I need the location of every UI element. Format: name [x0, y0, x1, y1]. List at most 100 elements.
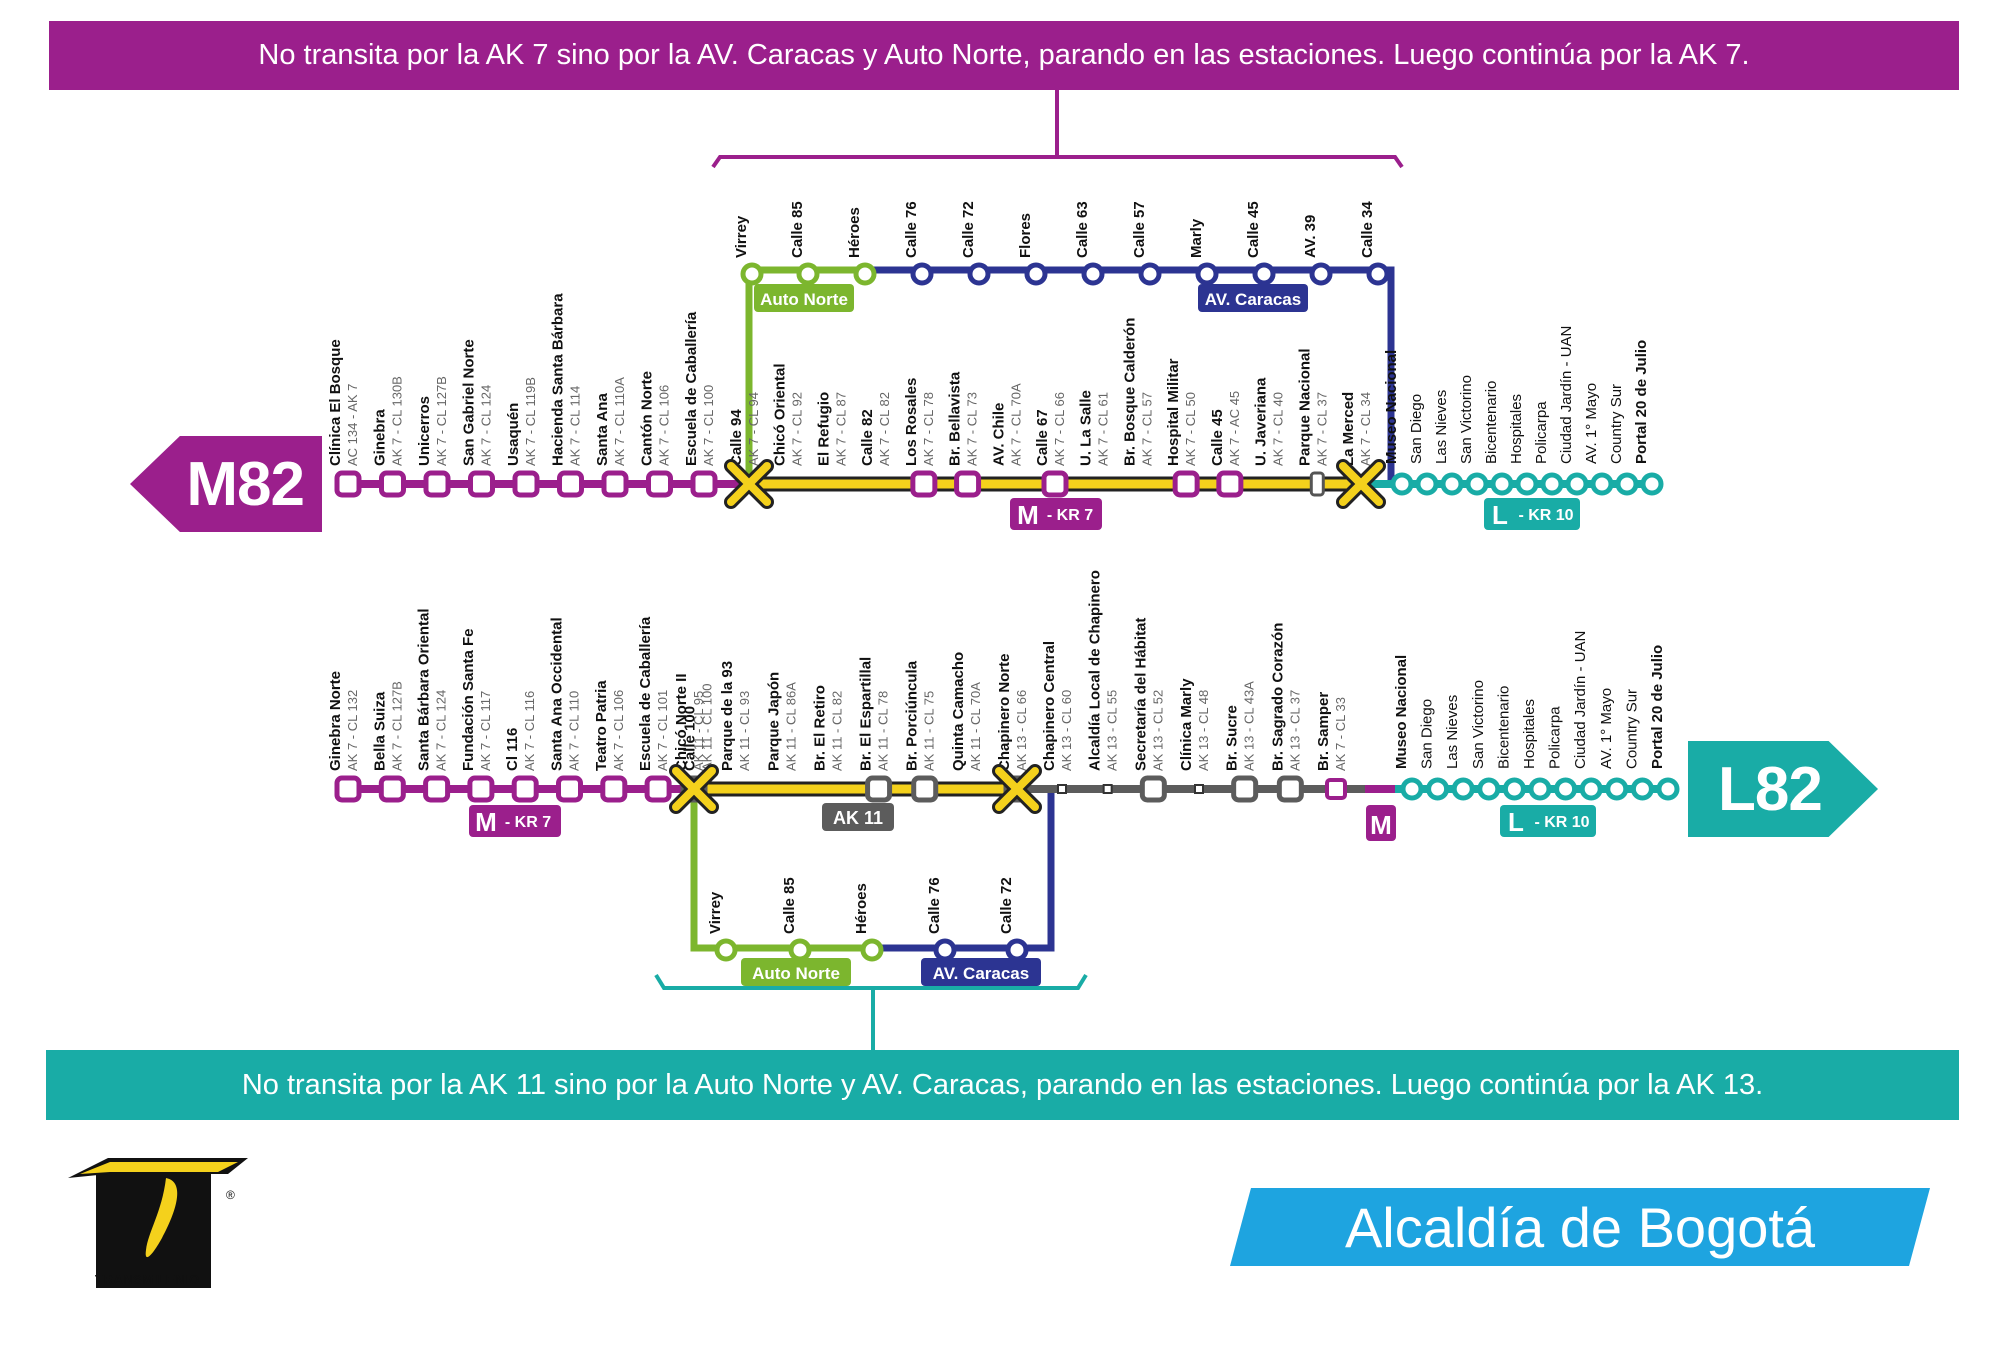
top-terminal-stop-marker [1515, 472, 1539, 496]
top-terminal-stop-label-line: Las Nieves [1433, 390, 1450, 464]
bottom-stop-label-line: AK 13 - CL 60 [1059, 690, 1074, 771]
registered-mark: ® [226, 1188, 235, 1202]
bottom-stop-label: Secretaría del HábitatAK 13 - CL 52 [1132, 618, 1165, 771]
bottom-stop-label-line: AK 11 - CL 75 [922, 691, 937, 771]
top-stop-label: Br. Bosque CalderónAK 7 - CL 57 [1121, 318, 1154, 466]
bottom-stop-label-line: Alcaldía Local de Chapinero [1087, 570, 1104, 771]
bottom-stop-label-line: AK 13 - CL 52 [1150, 690, 1165, 771]
top-terminal-stop-marker [1565, 472, 1589, 496]
bottom-terminal-stop-label: Country Sur [1623, 689, 1640, 769]
top-stop-label: Cantón NorteAK 7 - CL 106 [639, 371, 672, 466]
bottom-detour-stop-marker [860, 938, 884, 962]
bottom-stop-label: Santa Bárbara OrientalAK 7 - CL 124 [416, 608, 449, 771]
top-terminal-stop-label-line: Policarpa [1533, 401, 1550, 464]
top-detour-stop-label: Calle 57 [1131, 201, 1148, 258]
top-stop-label-line: AK 7 - CL 124 [479, 385, 494, 466]
bottom-terminal-stop-label: AV. 1° Mayo [1598, 688, 1615, 769]
bottom-ak11-tag [822, 803, 894, 831]
bottom-stop-label-line: Calle 100 [681, 706, 698, 771]
bottom-detour-stop-marker [714, 938, 738, 962]
bottom-detour-stop-label-line: Calle 72 [998, 877, 1015, 934]
top-terminal-stop-label: AV. 1° Mayo [1583, 383, 1600, 464]
top-detour-stop-label: Héroes [846, 207, 863, 258]
top-stop-marker [1172, 470, 1200, 498]
top-stop-marker [423, 470, 451, 498]
top-m-kr7-tag [1010, 498, 1102, 530]
bottom-stop-label-line: AK 7 - CL 101 [655, 690, 670, 771]
top-terminal-stop-label: Country Sur [1608, 384, 1625, 464]
bottom-stop-marker [600, 775, 628, 803]
bottom-m-letter: M [475, 807, 497, 837]
top-stop-label-line: AK 7 - CL 40 [1271, 392, 1286, 466]
bottom-stop-label: Br. SamperAK 7 - CL 33 [1315, 692, 1348, 771]
top-detour-stop-label-line: Calle 57 [1131, 201, 1148, 258]
top-detour-stop-marker [967, 262, 991, 286]
bottom-stop-label: Br. El RetiroAK 11 - CL 82 [811, 685, 844, 771]
top-stop-label-line: Usaquén [505, 403, 522, 466]
bottom-stop-label-line: AK 11 - CL 95 [691, 691, 706, 771]
bottom-stop-marker [644, 775, 672, 803]
top-stop-label-line: AK 7 - CL 78 [921, 392, 936, 466]
top-terminal-stop-label: Museo Nacional [1383, 350, 1400, 464]
bottom-stop-label-line: AK 11 - CL 93 [737, 691, 752, 771]
top-stop-label-line: El Refugio [815, 392, 832, 466]
bottom-terminal-stop-marker [1502, 777, 1526, 801]
bottom-stop-label: Parque JapónAK 11 - CL 86A [765, 672, 798, 771]
top-notice-text: No transita por la AK 7 sino por la AV. … [258, 39, 1750, 71]
top-detour-stop-label-line: Flores [1017, 213, 1034, 258]
top-stop-label: AV. ChileAK 7 - CL 70A [990, 383, 1023, 466]
bottom-terminal-stop-marker [1579, 777, 1603, 801]
top-stop-label-line: Calle 45 [1209, 409, 1226, 466]
bottom-m-single-tag [1366, 805, 1396, 841]
top-detour-stop-marker [1252, 262, 1276, 286]
top-stop-label-line: AK 7 - CL 50 [1183, 392, 1198, 466]
top-terminal-stop-marker [1640, 472, 1664, 496]
top-stop-label-line: Hacienda Santa Bárbara [550, 293, 567, 466]
top-detour-stop-label: Calle 76 [903, 201, 920, 258]
bottom-stop-label-line: AK 11 - CL 78 [876, 691, 891, 771]
top-terminal-stop-label-line: San Victorino [1458, 375, 1475, 464]
top-detour-stop-marker [1195, 262, 1219, 286]
top-cancel-end-x [1336, 459, 1386, 509]
bottom-stop-label-line: AK 11 - CL 70A [968, 682, 983, 771]
top-stop-label: Calle 82AK 7 - CL 82 [859, 392, 892, 466]
bottom-detour-stop-marker [788, 938, 812, 962]
bottom-av-caracas-label: AV. Caracas [933, 964, 1029, 983]
top-terminal-stop-label-line: San Diego [1408, 394, 1425, 464]
top-m-road: - KR 7 [1047, 507, 1093, 524]
top-stop-label-line: AC 134 - AK 7 [345, 384, 360, 466]
bottom-ak11-label: AK 11 [833, 808, 883, 828]
bottom-terminal-stop-label: Las Nieves [1444, 695, 1461, 769]
top-detour-stop-label: Flores [1017, 213, 1034, 258]
bottom-stop-label: Parque de la 93AK 11 - CL 93 [719, 661, 752, 771]
bottom-stop-label: Clínica MarlyAK 13 - CL 48 [1178, 678, 1211, 771]
bottom-stop-label-line: Secretaría del Hábitat [1132, 618, 1149, 771]
top-stop-label-line: AK 7 - CL 130B [390, 376, 405, 466]
bottom-detour-green-line [690, 789, 870, 952]
top-stop-label-line: Los Rosales [903, 378, 920, 466]
bottom-m-single-letter: M [1370, 810, 1392, 840]
bottom-stop-marker [334, 775, 362, 803]
top-detour-stop-label: Virrey [733, 215, 750, 258]
bottom-stop-marker [378, 775, 406, 803]
top-stop-label: Calle 94AK 7 - CL 94 [728, 392, 761, 466]
top-detour-stop-label: AV. 39 [1302, 215, 1319, 258]
top-stop-label: Calle 67AK 7 - CL 66 [1034, 392, 1067, 466]
bottom-stop-label-line: Br. Sucre [1224, 705, 1241, 771]
top-detour-stop-label: Calle 45 [1245, 201, 1262, 258]
top-l-kr10-tag [1484, 498, 1580, 530]
top-detour-stop-label: Calle 34 [1359, 201, 1376, 258]
bottom-stop-label: Calle 100AK 11 - CL 100 [681, 684, 714, 771]
top-terminal-stop-label-line: Ciudad Jardín - UAN [1558, 326, 1575, 464]
bottom-stop-label-line: AK 7 - CL 116 [522, 691, 537, 771]
bottom-stop-label-line: AK 7 - CL 106 [611, 690, 626, 771]
top-detour-stop-label-line: Calle 45 [1245, 201, 1262, 258]
top-stop-label: San Gabriel NorteAK 7 - CL 124 [461, 339, 494, 466]
bottom-stop-label-line: Chapinero Norte [996, 653, 1013, 771]
bottom-stop-label-line: AK 7 - CL 110 [567, 691, 582, 771]
bottom-stop-label-line: Quinta Camacho [950, 652, 967, 771]
bottom-auto-norte-label: Auto Norte [752, 964, 840, 983]
top-stop-marker [1216, 470, 1244, 498]
top-stop-marker [1041, 470, 1069, 498]
